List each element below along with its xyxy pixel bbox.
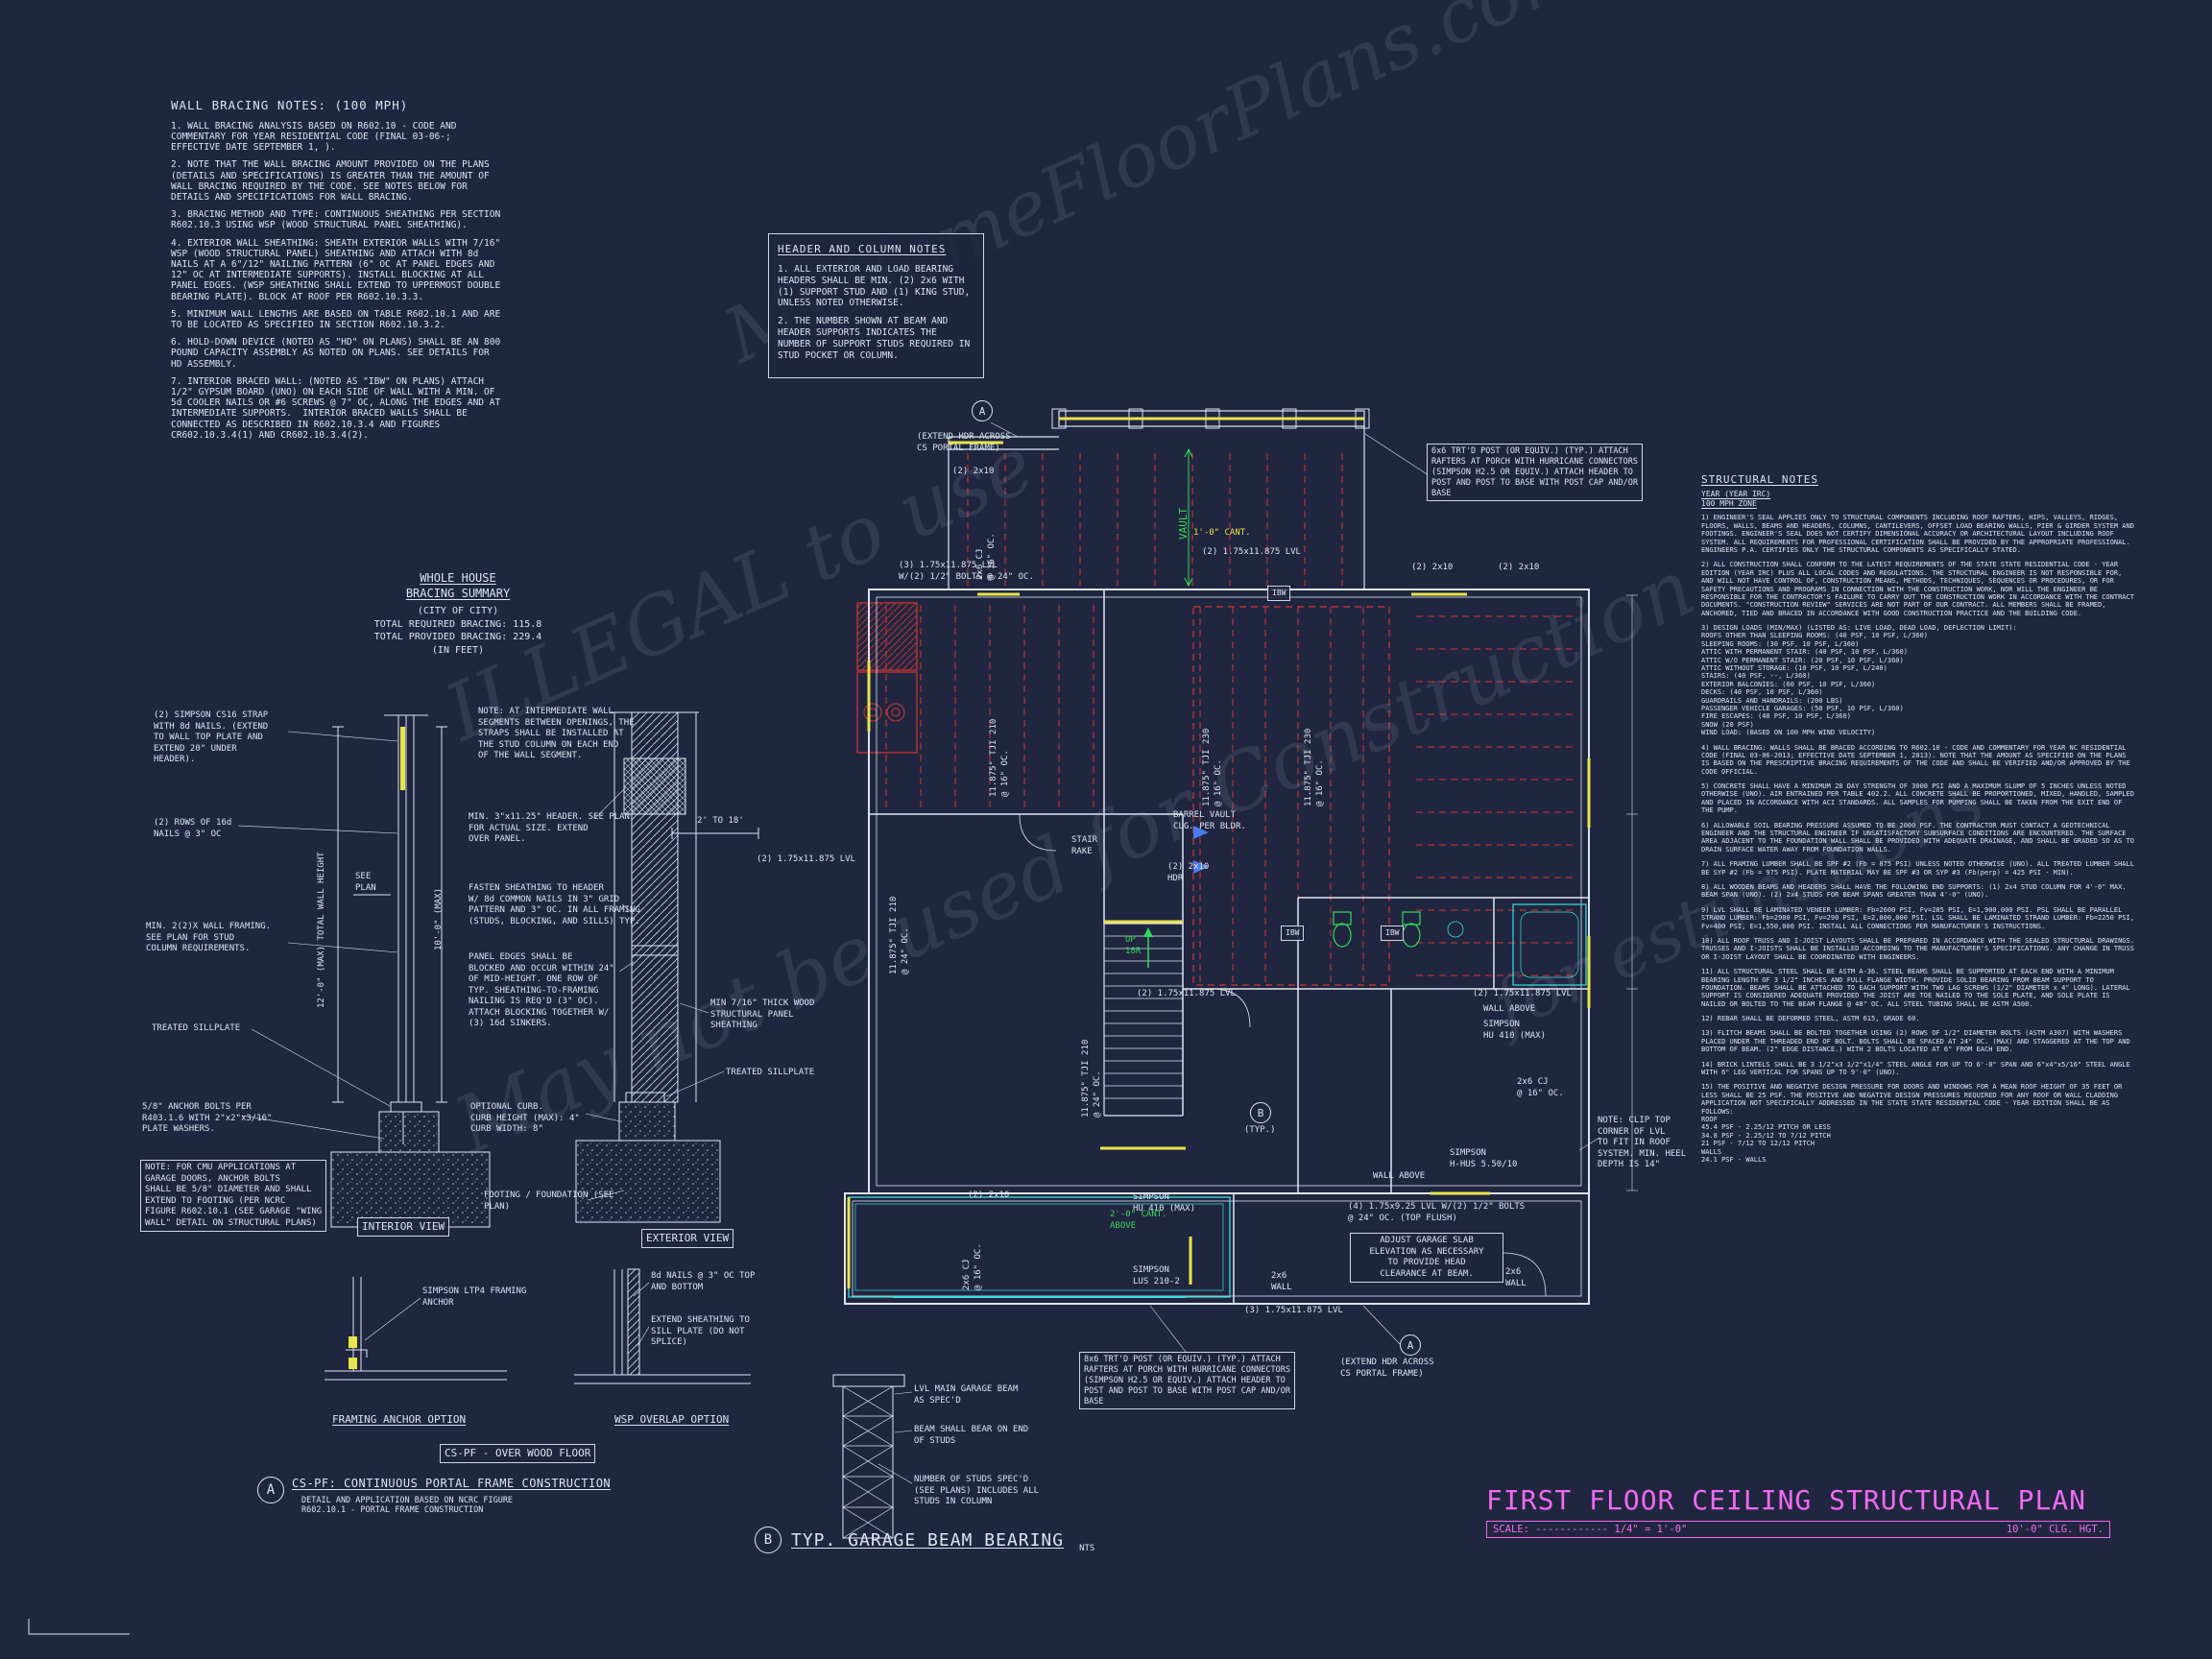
structural-notes-subtitle: YEAR (YEAR IRC) [1701,490,1771,499]
sheet-corner-mark [28,1619,130,1635]
note-paragraph: 3. BRACING METHOD AND TYPE: CONTINUOUS S… [171,209,506,231]
note-paragraph: 15) THE POSITIVE AND NEGATIVE DESIGN PRE… [1701,1083,2123,1164]
structural-notes-items: 1) ENGINEER'S SEAL APPLIES ONLY TO STRUC… [1701,514,2135,1164]
plan-blue-markers [1193,826,1209,874]
note-paragraph: 6. HOLD-DOWN DEVICE (NOTED AS "HD" ON PL… [171,337,506,370]
portal-frame-title: CS-PF: CONTINUOUS PORTAL FRAME CONSTRUCT… [292,1477,612,1490]
plan-red-framing [856,453,1577,986]
wall-bracing-items: 1. WALL BRACING ANALYSIS BASED ON R602.1… [171,121,505,441]
garage-beam-linework [832,1374,913,1539]
sheet-scale: SCALE: ------------ 1/4" = 1'-0" [1493,1524,1688,1535]
note-paragraph: 6) ALLOWABLE SOIL BEARING PRESSURE ASSUM… [1701,821,2139,854]
portal-frame-sub1: DETAIL AND APPLICATION BASED ON NCRC FIG… [301,1496,514,1505]
wall-bracing-title: WALL BRACING NOTES: (100 MPH) [171,98,409,112]
ceiling-height: 10'-0" CLG. HGT. [2006,1524,2104,1535]
bracing-summary-title2: BRACING SUMMARY [405,587,511,601]
plan-wall-linework [844,408,1638,1353]
whole-house-bracing-summary: WHOLE HOUSE BRACING SUMMARY (CITY OF CIT… [353,570,563,657]
sheet-title: FIRST FLOOR CEILING STRUCTURAL PLAN [1486,1484,2087,1516]
note-paragraph: 2. NOTE THAT THE WALL BRACING AMOUNT PRO… [171,159,495,203]
detail-bubble-a: A [257,1477,284,1503]
plan-green-linework [1143,447,1421,968]
note-paragraph: 9) LVL SHALL BE LAMINATED VENEER LUMBER:… [1701,905,2139,930]
note-paragraph: 14) BRICK LINTELS SHALL BE 3 1/2"x3 1/2"… [1701,1060,2134,1077]
plan-yellow-bracing [847,417,1591,1288]
note-paragraph: 5) CONCRETE SHALL HAVE A MINIMUM 28 DAY … [1701,782,2139,815]
note-paragraph: 10) ALL ROOF TRUSS AND I-JOIST LAYOUTS S… [1701,936,2139,961]
portal-frame-callout: A CS-PF: CONTINUOUS PORTAL FRAME CONSTRU… [257,1477,611,1515]
structural-notes-title: STRUCTURAL NOTES [1701,473,1818,486]
wsp-overlap-linework [574,1268,751,1384]
garage-beam-nts: NTS [1079,1544,1095,1553]
note-paragraph: 1. WALL BRACING ANALYSIS BASED ON R602.1… [171,120,463,154]
note-paragraph: 1. ALL EXTERIOR AND LOAD BEARING HEADERS… [778,263,975,309]
bracing-summary-title1: WHOLE HOUSE [420,571,496,585]
note-paragraph: 4. EXTERIOR WALL SHEATHING: SHEATH EXTER… [171,237,506,302]
portal-frame-sub2: R602.10.1 - PORTAL FRAME CONSTRUCTION [301,1505,484,1515]
bracing-summary-line: TOTAL PROVIDED BRACING: 229.4 [373,632,542,643]
plan-cyan-linework [848,903,1587,1298]
note-paragraph: 11) ALL STRUCTURAL STEEL SHALL BE ASTM A… [1701,968,2134,1008]
title-block: FIRST FLOOR CEILING STRUCTURAL PLAN SCAL… [1486,1484,2110,1538]
interior-view-linework [237,714,491,1228]
header-column-notes: HEADER AND COLUMN NOTES 1. ALL EXTERIOR … [768,233,984,378]
title-scale-row: SCALE: ------------ 1/4" = 1'-0" 10'-0" … [1486,1521,2110,1538]
note-paragraph: 13) FLITCH BEAMS SHALL BE BOLTED TOGETHE… [1701,1029,2134,1054]
bracing-summary-line: TOTAL REQUIRED BRACING: 115.8 [373,618,542,630]
garage-beam-callout: B TYP. GARAGE BEAM BEARING NTS [755,1527,1094,1553]
note-paragraph: 3) DESIGN LOADS (MIN/MAX) (LISTED AS: LI… [1701,624,2017,737]
exterior-view-linework [575,711,759,1223]
detail-bubble-b: B [755,1527,781,1553]
bracing-summary-line: (CITY OF CITY) [417,606,499,617]
note-paragraph: 4) WALL BRACING: WALLS SHALL BE BRACED A… [1701,743,2134,776]
note-paragraph: 8) ALL WOODEN BEAMS AND HEADERS SHALL HA… [1701,883,2130,900]
note-paragraph: 7. INTERIOR BRACED WALL: (NOTED AS "IBW"… [171,375,506,441]
framing-anchor-linework [325,1277,507,1381]
structural-notes: STRUCTURAL NOTES YEAR (YEAR IRC) 100 MPH… [1701,473,2135,1170]
note-paragraph: 5. MINIMUM WALL LENGTHS ARE BASED ON TAB… [171,308,506,330]
garage-beam-title: TYP. GARAGE BEAM BEARING [791,1529,1065,1551]
bracing-summary-line: (IN FEET) [431,644,485,656]
note-paragraph: 12) REBAR SHALL BE DEFORMED STEEL, ASTM … [1701,1015,1920,1023]
note-paragraph: 2. THE NUMBER SHOWN AT BEAM AND HEADER S… [778,316,975,361]
header-column-title: HEADER AND COLUMN NOTES [778,243,947,255]
structural-notes-subtitle: 100 MPH ZONE [1701,498,1757,508]
header-column-items: 1. ALL EXTERIOR AND LOAD BEARING HEADERS… [778,264,974,362]
note-paragraph: 7) ALL FRAMING LUMBER SHALL BE SPF #2 (F… [1701,860,2139,877]
note-paragraph: 1) ENGINEER'S SEAL APPLIES ONLY TO STRUC… [1701,514,2139,554]
wall-bracing-notes: WALL BRACING NOTES: (100 MPH) 1. WALL BR… [171,98,505,447]
note-paragraph: 2) ALL CONSTRUCTION SHALL CONFORM TO THE… [1701,561,2139,617]
